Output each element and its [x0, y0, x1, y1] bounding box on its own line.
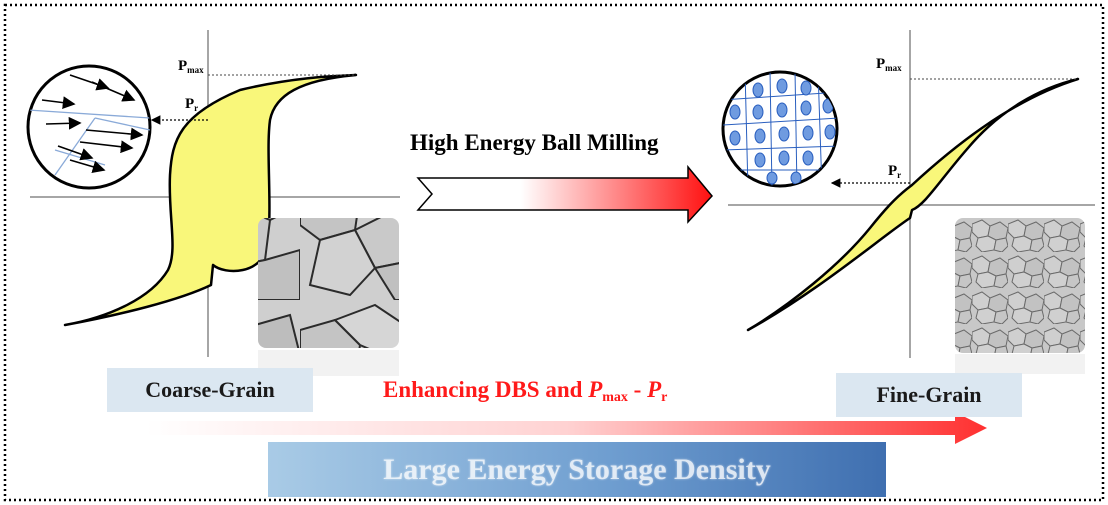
left-domain-circle	[26, 64, 152, 190]
process-title: High Energy Ball Milling	[410, 130, 659, 155]
ball-milling-arrow	[416, 164, 713, 224]
left-pr-label: Pr	[185, 96, 198, 113]
enhancement-text: Enhancing DBS and Pmax - Pr	[383, 377, 668, 405]
right-sem-micrograph	[955, 218, 1085, 374]
right-hysteresis-panel: Pmax Pr	[721, 30, 1095, 374]
coarse-grain-label: Coarse-Grain	[107, 368, 313, 412]
energy-density-banner-text: Large Energy Storage Density	[383, 452, 771, 486]
left-hysteresis-loop	[63, 73, 358, 327]
left-pmax-label: Pmax	[178, 58, 204, 75]
left-sem-micrograph	[258, 218, 399, 376]
dotted-frame	[3, 3, 1105, 502]
right-domain-circle	[721, 70, 839, 188]
right-hysteresis-loop	[746, 77, 1080, 332]
enhancement-arrow	[146, 412, 987, 444]
left-hysteresis-panel: Pmax Pr	[26, 30, 400, 376]
energy-density-banner: Large Energy Storage Density	[268, 442, 886, 497]
right-pr-label: Pr	[888, 163, 901, 180]
right-pmax-label: Pmax	[876, 56, 902, 73]
fine-grain-label: Fine-Grain	[836, 373, 1022, 417]
